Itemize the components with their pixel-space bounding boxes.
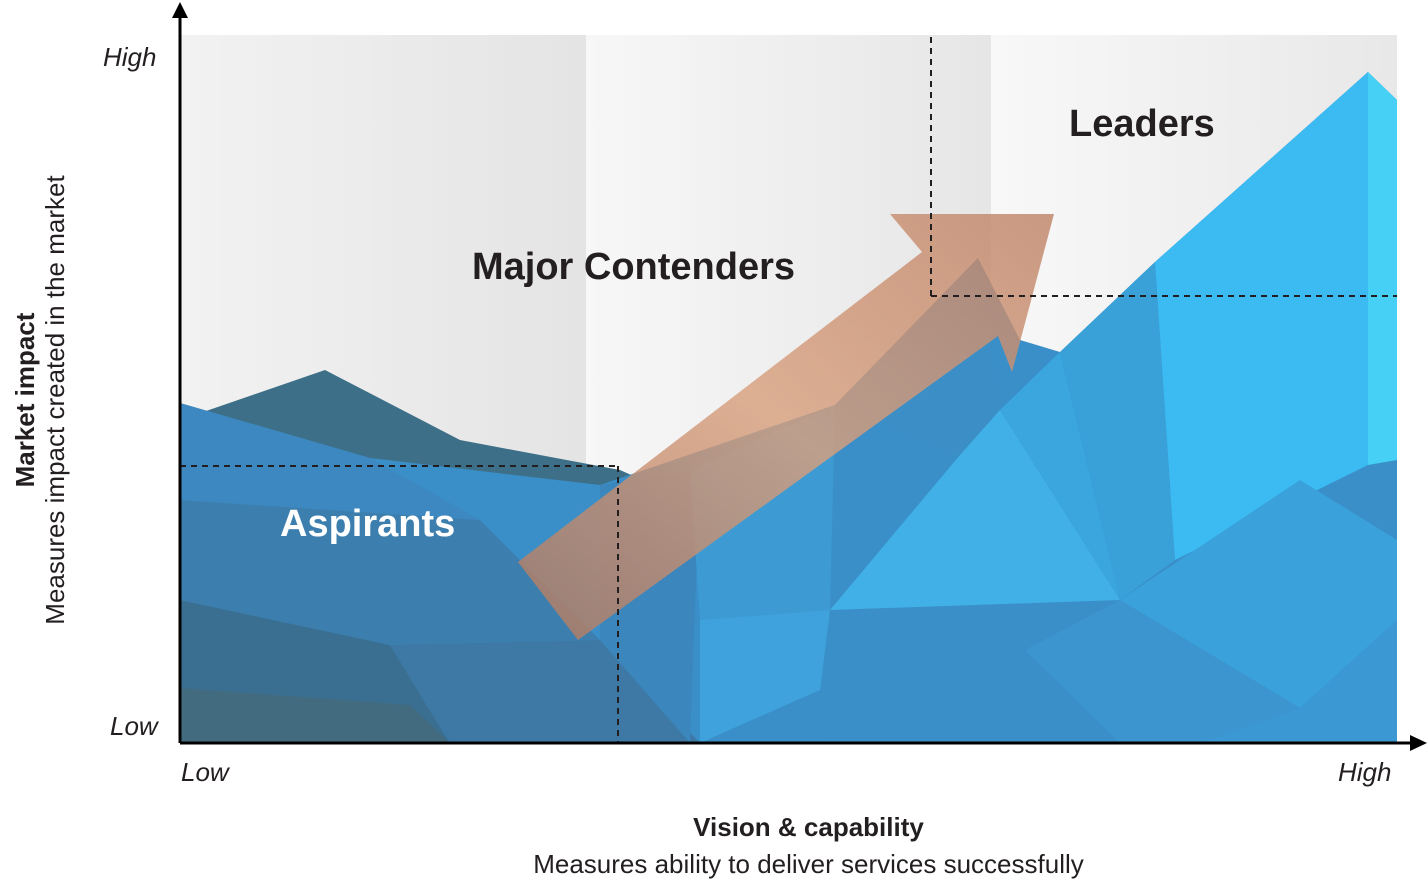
y-axis-title-block: Market impact Measures impact created in… (10, 40, 70, 760)
facet-14 (1368, 72, 1397, 465)
growth-arrow (518, 214, 1054, 640)
x-axis-arrowhead (1410, 735, 1427, 751)
zone-label-major-contenders: Major Contenders (472, 246, 796, 288)
facet-12 (1060, 262, 1175, 600)
x-axis-high-label: High (1338, 757, 1392, 787)
y-axis-high-label: High (103, 42, 157, 72)
facet-17 (1025, 600, 1300, 743)
facet-2 (180, 500, 600, 645)
x-axis-subtitle: Measures ability to deliver services suc… (533, 849, 1084, 879)
facet-18 (1200, 620, 1397, 743)
facet-10 (830, 410, 1120, 610)
facet-8 (700, 610, 830, 743)
facet-15 (1120, 480, 1397, 708)
facet-13 (1155, 72, 1368, 560)
y-axis-title: Market impact (10, 312, 40, 488)
axes (172, 2, 1427, 751)
zone-label-aspirants: Aspirants (280, 503, 456, 545)
y-axis-subtitle: Measures impact created in the market (40, 175, 70, 625)
facet-4 (180, 688, 450, 743)
zone-label-leaders: Leaders (1069, 103, 1215, 145)
y-axis-arrowhead (172, 2, 188, 18)
facet-11 (1000, 352, 1120, 600)
x-axis-title: Vision & capability (693, 812, 924, 842)
x-axis-low-label: Low (181, 757, 229, 787)
facet-1 (180, 403, 480, 520)
x-axis-title-block: Vision & capability Measures ability to … (0, 812, 1427, 880)
y-axis-low-label: Low (110, 711, 158, 741)
zone-boundaries (180, 37, 1397, 743)
facet-16 (820, 650, 1120, 743)
